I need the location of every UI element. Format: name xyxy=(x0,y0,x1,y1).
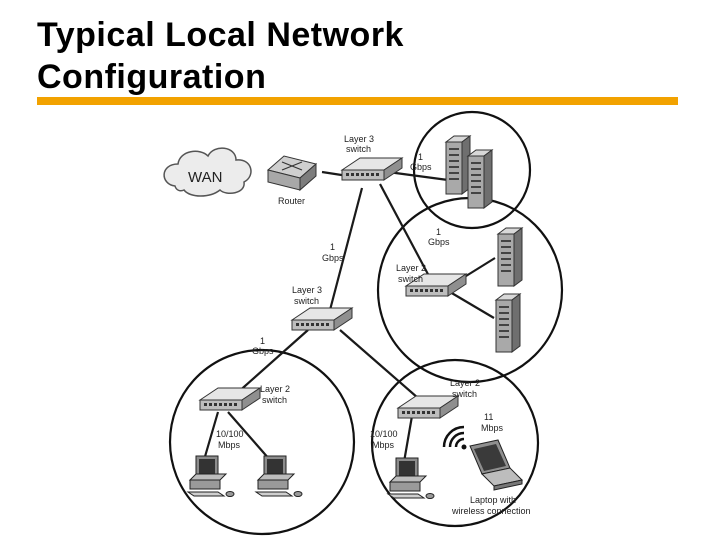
title-line-2: Configuration xyxy=(37,58,267,96)
wireless-speed-label: 11 Mbps xyxy=(481,412,504,433)
svg-text:10/100: 10/100 xyxy=(216,429,244,439)
router-label: Router xyxy=(278,196,305,206)
link-right-switch-server-b xyxy=(449,291,495,319)
svg-text:Layer 2: Layer 2 xyxy=(396,263,426,273)
top-switch-label: Layer 3 switch xyxy=(344,134,374,154)
svg-text:10/100: 10/100 xyxy=(370,429,398,439)
link-left-switch-pc1 xyxy=(202,411,220,461)
svg-text:wireless connection: wireless connection xyxy=(451,506,531,516)
link-right-switch-pc xyxy=(402,415,414,463)
svg-text:11: 11 xyxy=(484,412,493,422)
left-switch-label: Layer 2 switch xyxy=(260,384,290,405)
wan-label: WAN xyxy=(188,169,222,186)
bottom-right-layer2-switch-icon xyxy=(397,395,459,419)
svg-text:Layer 2: Layer 2 xyxy=(260,384,290,394)
link-top-switch-server xyxy=(387,170,449,182)
right-access-zone-circle xyxy=(370,358,540,528)
server-zone-circle xyxy=(412,110,532,230)
right-switch-label: Layer 2 switch xyxy=(396,263,426,284)
svg-text:switch: switch xyxy=(294,296,319,306)
svg-text:1: 1 xyxy=(330,242,335,252)
svg-text:Layer 3: Layer 3 xyxy=(344,134,374,144)
mid-layer3-switch-icon xyxy=(291,307,353,331)
title-line-1: Typical Local Network xyxy=(37,16,404,54)
laptop-icon xyxy=(469,439,524,491)
svg-text:Layer 3: Layer 3 xyxy=(292,285,322,295)
svg-text:switch: switch xyxy=(452,389,477,399)
left-pc-speed-label: 10/100 Mbps xyxy=(216,429,244,450)
svg-text:1: 1 xyxy=(418,152,423,162)
bottom-right-pc-speed-label: 10/100 Mbps xyxy=(370,429,398,450)
desktop-pc-icon xyxy=(255,455,303,497)
desktop-pc-icon xyxy=(387,457,435,499)
svg-text:Mbps: Mbps xyxy=(218,440,241,450)
svg-text:switch: switch xyxy=(262,395,287,405)
svg-text:Laptop with: Laptop with xyxy=(470,495,516,505)
link-mid-bottom-right xyxy=(339,329,419,399)
link-mid-left-switch xyxy=(235,329,309,395)
svg-text:Gbps: Gbps xyxy=(322,253,344,263)
svg-text:1: 1 xyxy=(436,227,441,237)
desktop-pc-icon xyxy=(187,455,235,497)
left-layer2-switch-icon xyxy=(199,387,261,411)
link-top-right-switch xyxy=(379,183,431,279)
wireless-signal-icon xyxy=(442,425,467,450)
link-top-mid xyxy=(328,187,364,311)
title-underline xyxy=(37,97,678,105)
server-icon xyxy=(467,149,493,209)
svg-text:1: 1 xyxy=(260,336,265,346)
router-icon xyxy=(266,155,318,192)
svg-text:Gbps: Gbps xyxy=(252,346,274,356)
left-link-speed-label: 1 Gbps xyxy=(252,336,274,356)
svg-text:Gbps: Gbps xyxy=(428,237,450,247)
server-icon xyxy=(495,293,521,353)
core-link-speed-label: 1 Gbps xyxy=(322,242,344,263)
slide-title: Typical Local Network Configuration xyxy=(37,14,404,98)
left-access-zone-circle xyxy=(168,348,356,536)
svg-text:Mbps: Mbps xyxy=(481,423,504,433)
svg-text:switch: switch xyxy=(398,274,423,284)
server-icon xyxy=(497,227,523,287)
svg-text:Mbps: Mbps xyxy=(372,440,395,450)
svg-text:switch: switch xyxy=(346,144,371,154)
server-link-speed-label: 1 Gbps xyxy=(410,152,432,172)
svg-text:Layer 2: Layer 2 xyxy=(450,378,480,388)
server-icon xyxy=(445,135,471,195)
top-layer3-switch-icon xyxy=(341,157,403,181)
right-link-speed-label: 1 Gbps xyxy=(428,227,450,247)
bottom-right-switch-label: Layer 2 switch xyxy=(450,378,480,399)
laptop-label: Laptop with wireless connection xyxy=(451,495,531,516)
link-left-switch-pc2 xyxy=(227,411,271,461)
mid-switch-label: Layer 3 switch xyxy=(292,285,322,306)
wan-cloud: WAN xyxy=(163,147,252,197)
svg-text:Gbps: Gbps xyxy=(410,162,432,172)
